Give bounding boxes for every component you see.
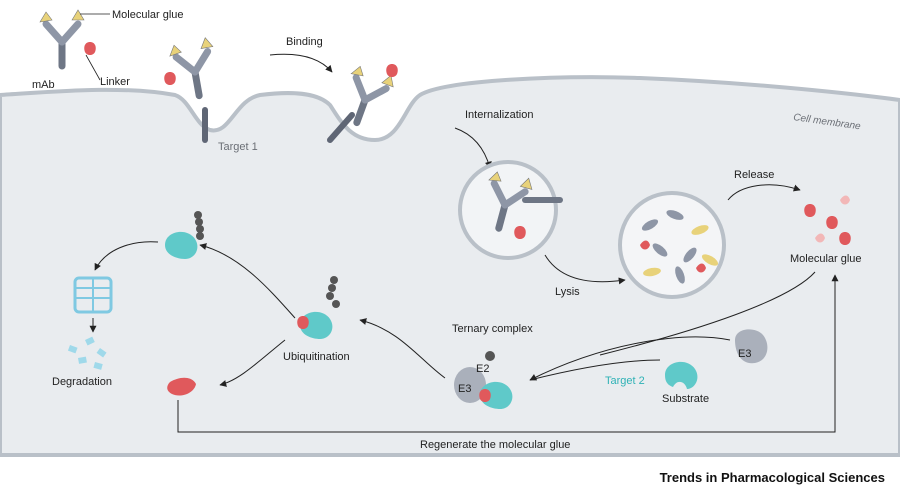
endosome	[458, 160, 558, 260]
label-target1: Target 1	[218, 141, 258, 153]
label-lysis: Lysis	[555, 286, 580, 298]
ubiquitinated-protein	[297, 276, 340, 339]
label-e3-complex: E3	[458, 383, 471, 395]
released-glue	[804, 195, 851, 245]
degraded-fragments	[67, 336, 107, 370]
label-release: Release	[734, 169, 774, 181]
internalized-antibody	[478, 168, 563, 239]
label-substrate: Substrate	[662, 393, 709, 405]
label-regenerate: Regenerate the molecular glue	[420, 439, 570, 451]
lysed-fragments	[640, 210, 719, 284]
antibody-legend	[40, 10, 110, 81]
label-target2: Target 2	[605, 375, 645, 387]
label-e2: E2	[476, 363, 489, 375]
free-e3	[735, 329, 768, 364]
recycled-glue	[167, 377, 196, 396]
cytoplasm	[0, 75, 900, 457]
label-e3-free: E3	[738, 348, 751, 360]
label-ubiquitination: Ubiquitination	[283, 351, 350, 363]
label-molecular-glue-right: Molecular glue	[790, 253, 862, 265]
tagged-protein	[165, 211, 204, 259]
label-molecular-glue-top: Molecular glue	[112, 9, 184, 21]
proteasome	[73, 276, 113, 314]
label-mab: mAb	[32, 79, 55, 91]
antibody-binding	[164, 37, 398, 143]
footer-source: Trends in Pharmacological Sciences	[660, 470, 885, 485]
label-degradation: Degradation	[52, 376, 112, 388]
label-internalization: Internalization	[465, 109, 534, 121]
label-binding: Binding	[286, 36, 323, 48]
ternary-complex	[454, 351, 513, 409]
lysosome	[618, 191, 726, 299]
substrate-target2	[665, 361, 698, 389]
label-linker: Linker	[100, 76, 130, 88]
label-ternary-complex: Ternary complex	[452, 323, 533, 335]
